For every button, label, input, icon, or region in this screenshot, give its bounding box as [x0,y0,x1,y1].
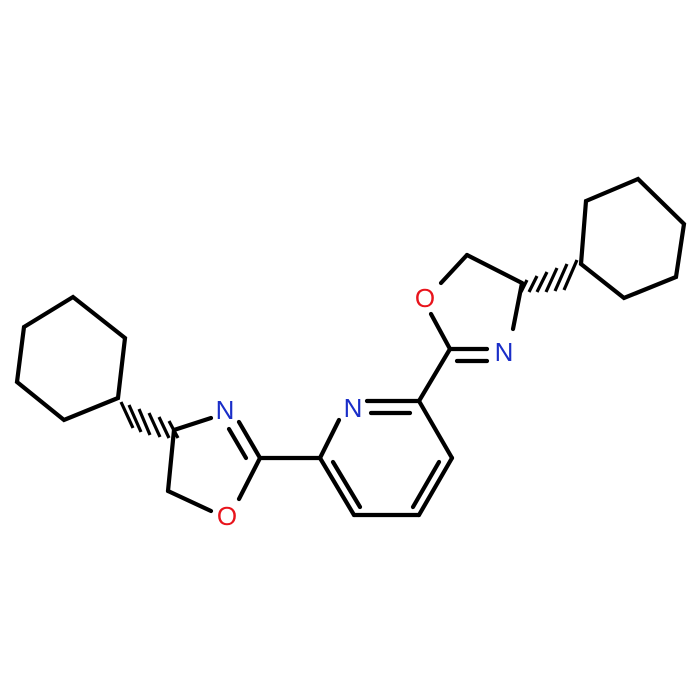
bond-right-c4-c5 [464,252,525,286]
bond-left-o-c2 [236,455,263,502]
atom-label-o-right-oxazoline: O [415,283,435,313]
bond-pyridine-c4-c5 [416,455,455,518]
bond-pyridine-n-c2 [317,417,342,461]
atom-labels: N N O N O [216,283,514,531]
bond-pyridine-c4-c5-inner [410,459,442,510]
atom-label-n-left-oxazoline: N [216,395,235,425]
bond-left-n-c4 [171,415,214,433]
bond-left-c4-c5 [165,427,177,494]
atom-label-o-left-oxazoline: O [217,501,237,531]
atom-label-n-pyridine: N [344,393,363,423]
bond-pyridine-to-right-oxazoline [416,346,453,404]
bond-pyridine-c2-c3-inner [330,459,363,510]
left-cyclohexyl-ring [14,294,128,423]
right-cyclohexyl-ring [578,176,687,301]
bond-right-o-c2 [428,311,453,352]
atom-label-n-right-oxazoline: N [495,337,514,367]
bond-left-c2-n-inner [226,426,249,461]
pyridine-ring [317,398,455,518]
bond-pyridine-c5-c6 [416,398,455,461]
bond-left-c5-o [165,488,214,514]
bond-right-c5-o [438,252,470,286]
bond-pyridine-c2-c3 [317,455,357,518]
bond-left-c2-n [236,419,263,461]
left-stereo-hash-wedge [119,401,180,439]
left-oxazoline-ring [165,415,263,514]
stereo-hash-bonds [119,259,579,439]
right-stereo-hash-wedge [519,259,579,293]
